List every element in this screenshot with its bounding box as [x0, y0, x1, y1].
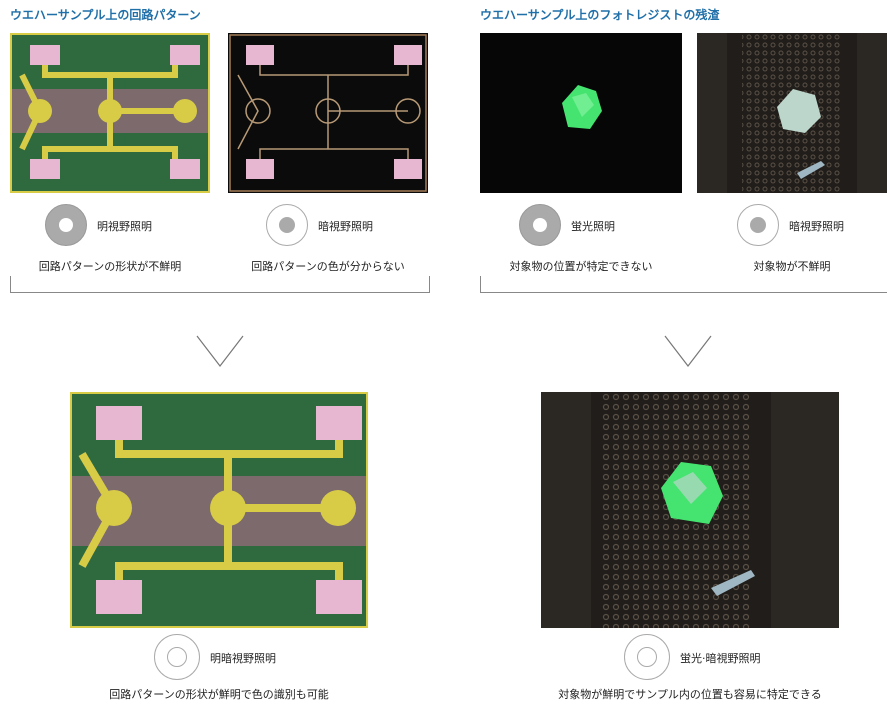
left-bracket: [10, 276, 430, 293]
fluorescence-residue-image: [480, 33, 682, 193]
darkfield-residue-image: [697, 33, 887, 193]
panel2-caption: 回路パターンの色が分からない: [251, 260, 405, 273]
brightfield-circuit-image: [10, 33, 210, 193]
right-section-heading: ウエハーサンプル上のフォトレジストの残渣: [480, 8, 720, 22]
panel4-lamp-label: 暗視野照明: [789, 220, 844, 233]
combined-fluorescence-darkfield-image: [541, 392, 839, 628]
combined-brightdark-circuit-image: [70, 392, 368, 628]
brightdark-lamp-icon: [154, 634, 200, 680]
result-right-lamp-label: 蛍光·暗視野照明: [680, 652, 761, 665]
brightfield-lamp-icon: [45, 204, 87, 246]
right-down-arrow-icon: [663, 310, 713, 370]
fluorescence-darkfield-lamp-icon: [624, 634, 670, 680]
result-right-caption: 対象物が鮮明でサンプル内の位置も容易に特定できる: [558, 688, 822, 701]
darkfield-lamp-icon: [266, 204, 308, 246]
darkfield-circuit-image: [228, 33, 428, 193]
panel4-caption: 対象物が不鮮明: [753, 260, 831, 273]
darkfield-lamp-icon-2: [737, 204, 779, 246]
panel2-lamp-label: 暗視野照明: [318, 220, 373, 233]
fluorescence-lamp-icon: [519, 204, 561, 246]
panel3-caption: 対象物の位置が特定できない: [509, 260, 653, 273]
right-bracket: [480, 276, 887, 293]
panel1-caption: 回路パターンの形状が不鮮明: [38, 260, 182, 273]
panel3-lamp-label: 蛍光照明: [571, 220, 615, 233]
left-section-heading: ウエハーサンプル上の回路パターン: [10, 8, 201, 22]
panel1-lamp-label: 明視野照明: [97, 220, 152, 233]
left-down-arrow-icon: [195, 310, 245, 370]
result-left-caption: 回路パターンの形状が鮮明で色の識別も可能: [109, 688, 329, 701]
result-left-lamp-label: 明暗視野照明: [210, 652, 276, 665]
